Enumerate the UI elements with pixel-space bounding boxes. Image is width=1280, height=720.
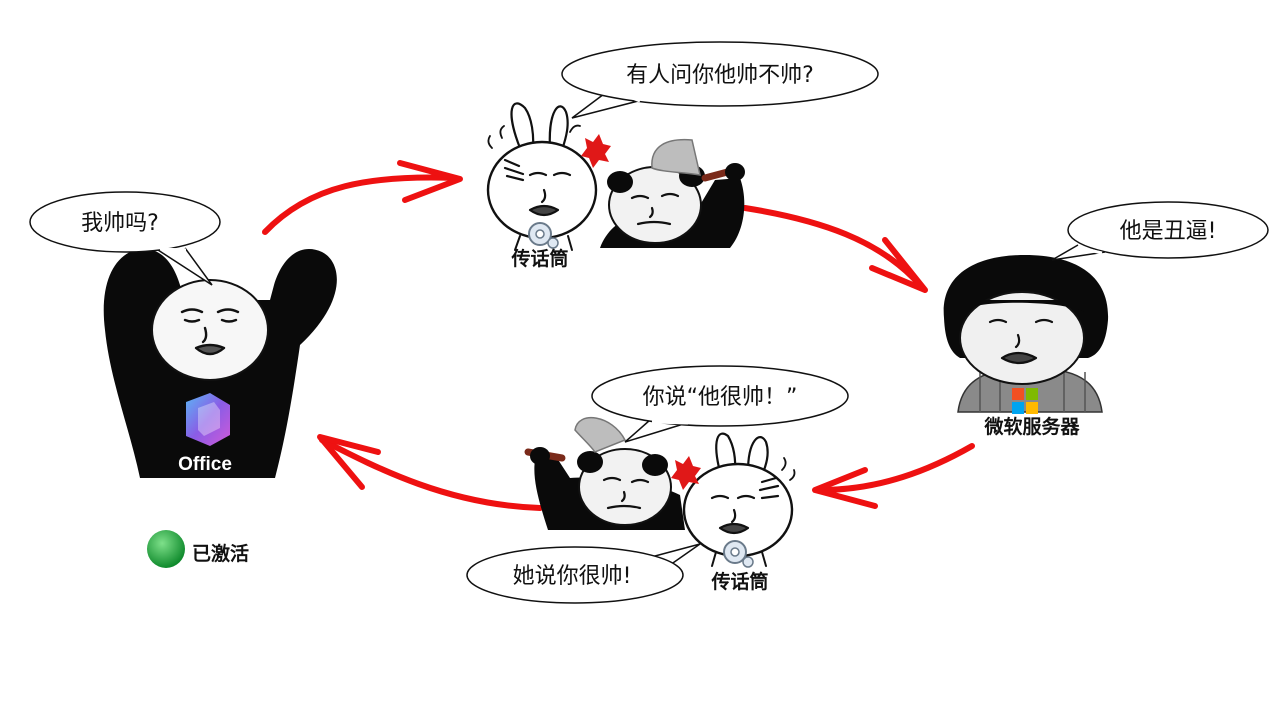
office-label: Office bbox=[178, 454, 232, 475]
anger-mark-icon bbox=[671, 456, 701, 490]
bubble-server: 他是丑逼! bbox=[1051, 201, 1269, 261]
bubble-relay-top: 有人问你他帅不帅? bbox=[561, 41, 879, 119]
panda-with-axe-top bbox=[600, 138, 745, 248]
status-label: 已激活 bbox=[192, 542, 249, 565]
bubble-user: 我帅吗? bbox=[29, 191, 221, 286]
office-logo-icon bbox=[186, 393, 230, 446]
server-label: 微软服务器 bbox=[983, 415, 1080, 438]
arrowhead-relay-bottom-to-user bbox=[317, 434, 381, 490]
relay-top-group: 传话筒 bbox=[486, 102, 745, 270]
rabbit-messenger-top bbox=[486, 102, 611, 251]
arrow-relay-top-to-server bbox=[742, 205, 923, 288]
arrow-server-to-relay-bottom bbox=[817, 443, 975, 493]
bubble-relay-top-text: 有人问你他帅不帅? bbox=[626, 63, 814, 88]
user-head bbox=[151, 279, 269, 381]
bubble-relay-bottom-quote-text: 你说“他很帅！” bbox=[643, 385, 798, 410]
bubble-relay-bottom-quote: 你说“他很帅！” bbox=[591, 365, 849, 443]
relay-top-label: 传话筒 bbox=[510, 247, 568, 270]
bubble-relay-bottom-reply: 她说你很帅! bbox=[466, 543, 701, 604]
arrow-relay-bottom-to-user bbox=[319, 437, 543, 511]
anger-mark-icon bbox=[581, 134, 611, 168]
gear-icon bbox=[528, 222, 559, 249]
office-user-figure: Office bbox=[103, 248, 337, 478]
rabbit-messenger-bottom bbox=[671, 432, 796, 568]
bubble-server-text: 他是丑逼! bbox=[1120, 219, 1217, 244]
gear-icon bbox=[723, 540, 754, 568]
arrowhead-server-to-relay-bottom bbox=[812, 467, 878, 509]
microsoft-logo-icon bbox=[1012, 388, 1038, 414]
panda-with-axe-bottom bbox=[524, 416, 685, 530]
activation-status: 已激活 bbox=[147, 530, 249, 568]
status-dot-icon bbox=[147, 530, 185, 568]
arrowhead-relay-top-to-server bbox=[869, 237, 928, 293]
bubble-relay-bottom-reply-text: 她说你很帅! bbox=[513, 564, 632, 589]
relay-bottom-label: 传话筒 bbox=[710, 570, 768, 593]
user-face bbox=[180, 308, 240, 356]
arrowhead-user-to-relay-top bbox=[397, 160, 463, 203]
relay-bottom-group: 传话筒 bbox=[524, 416, 796, 593]
bubble-user-text: 我帅吗? bbox=[81, 211, 159, 236]
microsoft-server-figure: 微软服务器 bbox=[943, 255, 1109, 438]
arrow-user-to-relay-top bbox=[262, 174, 458, 235]
flow-arrows bbox=[262, 160, 975, 511]
